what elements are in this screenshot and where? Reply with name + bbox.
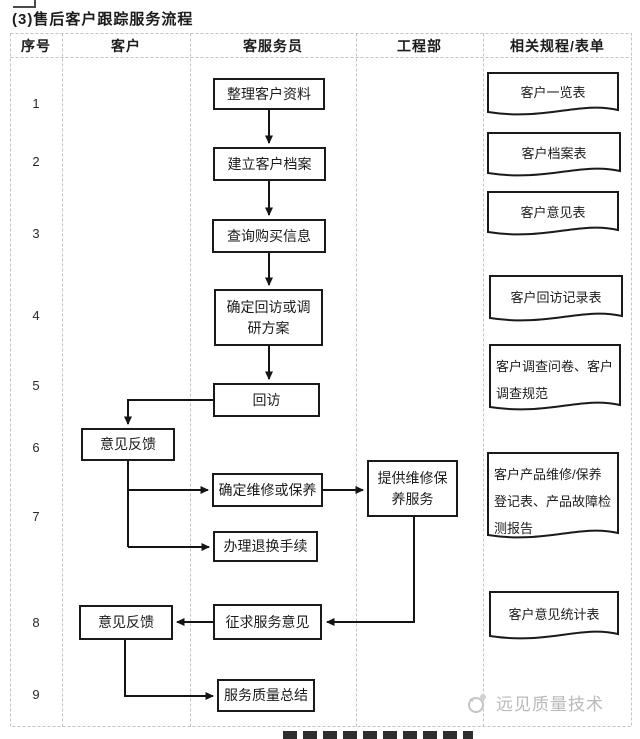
row-number-5: 5 — [32, 378, 40, 393]
table-grid — [10, 33, 632, 727]
document-label-1: 客户一览表 — [520, 85, 586, 100]
flow-node-determine-repair: 确定维修或保养 — [212, 473, 323, 507]
document-shape-6 — [487, 452, 619, 539]
document-label-2: 客户档案表 — [521, 145, 587, 161]
clipped-text-remnant — [283, 731, 473, 739]
row-number-7: 7 — [32, 509, 40, 524]
document-shape-3 — [487, 191, 619, 236]
document-label-4: 客户回访记录表 — [510, 289, 602, 305]
document-shape-4 — [489, 275, 623, 322]
row-number-6: 6 — [32, 440, 40, 455]
header-cell-seq: 序号 — [21, 38, 51, 54]
row-number-3: 3 — [32, 226, 40, 241]
arrow-feedback2-to-summary — [124, 640, 214, 700]
flow-node-determine-visit-plan: 确定回访或调研方案 — [214, 289, 323, 346]
document-shape-1 — [487, 72, 619, 116]
header-cell-engineering: 工程部 — [397, 38, 442, 54]
arrow-visit-to-feedback1 — [124, 399, 213, 425]
document-label-5: 客户调查问卷、客户调查规范 — [496, 359, 614, 401]
page-title: (3)售后客户跟踪服务流程 — [12, 11, 194, 28]
flow-node-provide-service: 提供维修保养服务 — [367, 460, 458, 517]
document-label-6: 客户产品维修/保养登记表、产品故障检测报告 — [494, 467, 612, 536]
arrow-provide-to-solicit — [326, 517, 415, 626]
flow-node-organize-customer-info: 整理客户资料 — [213, 78, 325, 110]
watermark: 远见质量技术 — [466, 690, 604, 715]
flow-node-query-purchase-info: 查询购买信息 — [212, 219, 326, 253]
flow-node-solicit-opinions: 征求服务意见 — [213, 604, 322, 640]
table-outer-border — [10, 33, 632, 727]
document-label-3: 客户意见表 — [520, 204, 586, 220]
flow-node-return-visit: 回访 — [213, 383, 320, 417]
cropped-box-remnant — [13, 0, 36, 8]
row-number-4: 4 — [32, 308, 40, 323]
watermark-logo-icon — [468, 693, 486, 713]
document-shape-7 — [489, 591, 619, 640]
flow-node-handle-returns: 办理退换手续 — [213, 531, 318, 562]
flow-arrows — [124, 110, 415, 700]
row-number-1: 1 — [32, 96, 40, 111]
document-shapes — [487, 72, 623, 640]
document-shape-5 — [489, 344, 621, 411]
row-number-9: 9 — [32, 687, 40, 702]
document-shape-2 — [487, 132, 621, 177]
header-cell-service: 客服务员 — [243, 38, 303, 54]
flow-node-feedback-2: 意见反馈 — [79, 605, 173, 640]
watermark-text: 远见质量技术 — [496, 695, 604, 714]
flow-node-service-summary: 服务质量总结 — [217, 679, 315, 712]
document-label-7: 客户意见统计表 — [508, 606, 600, 622]
flow-node-create-customer-file: 建立客户档案 — [213, 147, 326, 181]
row-number-2: 2 — [32, 154, 40, 169]
header-cell-docs: 相关规程/表单 — [510, 38, 605, 54]
header-cell-customer: 客户 — [111, 38, 141, 54]
row-number-8: 8 — [32, 615, 40, 630]
flow-node-feedback-1: 意见反馈 — [81, 428, 175, 461]
